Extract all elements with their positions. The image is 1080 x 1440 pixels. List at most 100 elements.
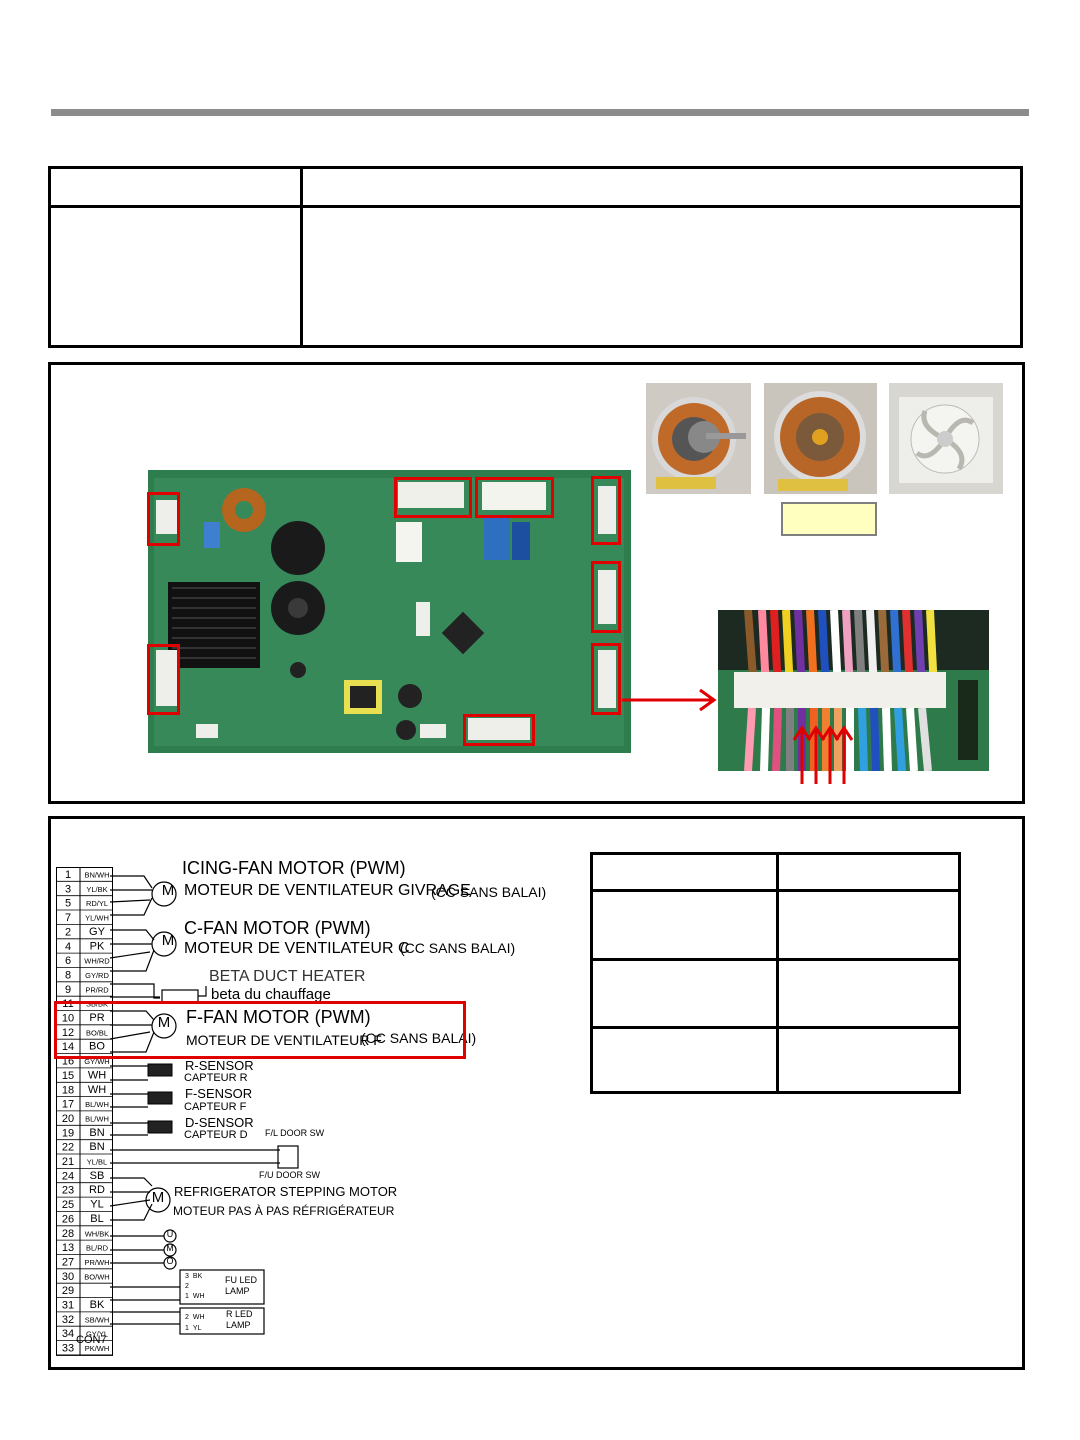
pin-color: WH — [192, 1314, 205, 1321]
switch-symbol: U — [166, 1229, 174, 1239]
pin-number: 33 — [62, 1343, 74, 1355]
pin-number: 20 — [62, 1113, 74, 1125]
pin-wire-color: PK/WH — [85, 1344, 110, 1353]
beta-heater-subtitle: beta du chauffage — [211, 986, 331, 1003]
pin-wire-color: YL/WH — [85, 914, 109, 923]
photo-panel — [48, 362, 1025, 804]
pin-number: 10 — [62, 1013, 74, 1025]
pin-number: 17 — [62, 1099, 74, 1111]
icing-fan-subtitle: MOTEUR DE VENTILATEUR GIVRAGE — [184, 882, 471, 899]
fl-door-switch-label: F/L DOOR SW — [265, 1128, 325, 1138]
f-fan-highlight — [54, 1001, 466, 1059]
pin-number: 4 — [65, 941, 71, 953]
header-rule — [51, 109, 1029, 116]
pin-wire-color: SB/BK — [86, 1000, 108, 1009]
c-fan-note: (CC SANS BALAI) — [400, 940, 516, 956]
pin-wire-color: PR/RD — [85, 985, 109, 994]
f-sensor-title: F-SENSOR — [185, 1086, 253, 1101]
motor-symbol: M — [157, 1014, 171, 1031]
pin-number: 1 — [65, 869, 71, 881]
pin-color: BK — [192, 1273, 203, 1280]
pin-wire-color: BK — [90, 1299, 105, 1311]
pin-wire-color: BN — [89, 1141, 104, 1153]
schematic-panel — [48, 816, 1025, 1370]
pin-wire-color: GY/YL — [86, 1330, 108, 1339]
pin-number: 8 — [65, 970, 71, 982]
pin-wire-color: BL — [90, 1213, 103, 1225]
pin-number: 3 — [65, 883, 71, 895]
pin-number: 23 — [62, 1185, 74, 1197]
pin-number: 19 — [62, 1127, 74, 1139]
pin-number: 30 — [62, 1271, 74, 1283]
pin-wire-color: BO/WH — [84, 1272, 109, 1281]
motor-symbol: M — [161, 932, 175, 949]
pin-number: 2 — [65, 926, 71, 938]
connector-highlight — [394, 477, 472, 518]
schematic-wiring — [110, 875, 299, 1335]
motor-symbol: M — [161, 882, 175, 899]
connector-highlight — [591, 561, 621, 633]
connector-highlight — [463, 714, 535, 746]
info-table — [48, 166, 1023, 348]
pin-wire-color: BN/WH — [85, 871, 110, 880]
beta-heater-title: BETA DUCT HEATER — [209, 968, 366, 985]
relay — [512, 522, 530, 560]
stepping-motor-title: REFRIGERATOR STEPPING MOTOR — [174, 1184, 398, 1199]
c-fan-subtitle: MOTEUR DE VENTILATEUR C — [184, 940, 410, 957]
pin-wire-color: RD/YL — [86, 899, 108, 908]
pin-number: 28 — [62, 1228, 74, 1240]
control-board-photo — [148, 470, 631, 753]
pin-wire-color: YL/BL — [87, 1158, 107, 1167]
table-row-divider — [593, 1026, 958, 1029]
f-fan-subtitle: MOTEUR DE VENTILATEUR F — [186, 1032, 382, 1048]
pin-color: YL — [192, 1325, 202, 1332]
pin-wire-color: RD — [89, 1184, 105, 1196]
pin-color: WH — [192, 1293, 205, 1300]
pin-wire-color: BL/WH — [85, 1100, 109, 1109]
connector-highlight — [591, 476, 621, 545]
pin-number: 22 — [62, 1142, 74, 1154]
pin-wire-color: YL/BK — [86, 885, 107, 894]
heatsink — [168, 582, 260, 668]
motor-symbol: M — [151, 1189, 165, 1206]
pin-number: 9 — [65, 984, 71, 996]
icing-fan-note: (CC SANS BALAI) — [431, 884, 547, 900]
pin-number: 2 — [185, 1314, 189, 1321]
pin-number: 21 — [62, 1156, 74, 1168]
pin-indicator-arrows — [792, 725, 854, 784]
pin-number: 6 — [65, 955, 71, 967]
pin-number: 18 — [62, 1084, 74, 1096]
table-row-divider — [593, 889, 958, 892]
pin-wire-color: WH — [88, 1069, 106, 1081]
pin-number: 25 — [62, 1199, 74, 1211]
connector-highlight — [475, 477, 554, 518]
pin-wire-color: YL — [90, 1199, 103, 1211]
fu-door-switch-label: F/U DOOR SW — [259, 1170, 320, 1180]
pin-number: 3 — [185, 1273, 189, 1280]
pin-wire-color: SB/WH — [85, 1315, 110, 1324]
pin-number: 14 — [62, 1041, 74, 1053]
pin-wire-color: SB — [90, 1170, 105, 1182]
fu-led-row: 2 — [185, 1282, 217, 1292]
fan-photo — [889, 383, 1003, 494]
pin-number: 24 — [62, 1170, 74, 1182]
pin-number: 34 — [62, 1328, 74, 1340]
pin-number: 2 — [185, 1283, 189, 1290]
pin-number: 7 — [65, 912, 71, 924]
pin-wire-color: BL/RD — [86, 1244, 109, 1253]
table-row-divider — [593, 958, 958, 961]
motor-photo-2 — [764, 383, 877, 494]
fu-led-label-line: FU LED — [225, 1275, 258, 1285]
pin-wire-color: BO/BL — [86, 1028, 108, 1037]
d-sensor-subtitle: CAPTEUR D — [184, 1129, 248, 1141]
info-table-column-divider — [300, 169, 303, 345]
pointer-arrow — [622, 688, 717, 712]
connector-highlight — [147, 644, 180, 715]
pin-number: 32 — [62, 1314, 74, 1326]
pin-number: 11 — [62, 998, 73, 1010]
r-sensor-title: R-SENSOR — [185, 1058, 254, 1073]
pin-wire-color: PR/WH — [85, 1258, 110, 1267]
